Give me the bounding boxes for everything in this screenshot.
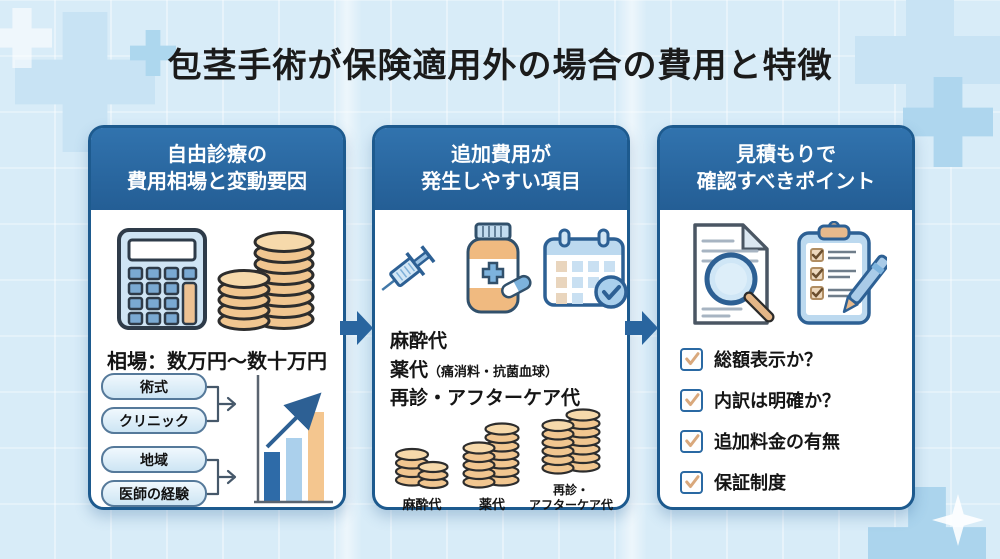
- fee-item: 麻酔代: [390, 331, 448, 352]
- checklist-label: 追加料金の有無: [714, 432, 840, 452]
- document-magnifier-icon: [685, 221, 777, 332]
- coin-stack-icon: [535, 396, 607, 481]
- calendar-check-icon: [542, 227, 630, 316]
- coin-stack: 薬代: [457, 414, 527, 513]
- trend-arrow-icon: [265, 392, 322, 449]
- card-header: 追加費用が 発生しやすい項目: [375, 128, 627, 210]
- price-range-text: 相場：数万円～数十万円: [107, 351, 327, 373]
- checklist-item: 内訳は明確か？: [680, 387, 912, 413]
- flow-arrow-icon: [340, 310, 374, 351]
- bar-light: [286, 438, 302, 502]
- card-body: 総額表示か？ 内訳は明確か？ 追加料金の有無: [660, 220, 912, 517]
- checkbox-icon: [680, 347, 703, 371]
- factor-pills: 術式 クリニック 地域 医師の経験: [101, 373, 207, 507]
- card-body: 麻酔代 薬代（痛消料・抗菌血球） 再診・アフターケア代 麻酔代: [372, 222, 630, 519]
- checkbox-icon: [680, 429, 703, 453]
- card-extra-fees: 追加費用が 発生しやすい項目: [372, 125, 630, 512]
- coin-stack: 再診・ アフターケア代: [529, 396, 613, 513]
- card-header-line: 見積もりで: [736, 144, 836, 166]
- factor-pill: 医師の経験: [101, 480, 207, 507]
- factor-pill: クリニック: [101, 407, 207, 434]
- coin-stacks-row: 麻酔代 薬代: [375, 396, 627, 513]
- coin-stacks-icon: [214, 215, 318, 336]
- card-cost-overview: 自由診療の 費用相場と変動要因: [88, 125, 346, 510]
- cost-factors-section: 術式 クリニック 地域 医師の経験: [101, 373, 335, 509]
- checklist-label: 内訳は明確か？: [714, 391, 840, 411]
- card-header-line: 発生しやすい項目: [421, 171, 581, 193]
- checklist-item: 総額表示か？: [680, 346, 912, 372]
- cost-icons-row: [91, 220, 343, 336]
- coin-stack: 麻酔代: [389, 430, 455, 513]
- fee-item: 再診・アフターケア代: [390, 388, 581, 409]
- card-estimate-checklist: 見積もりで 確認すべきポイント: [657, 125, 915, 510]
- clipboard-checklist-pen-icon: [793, 220, 891, 332]
- calculator-icon: [116, 227, 208, 336]
- fee-note: （痛消料・抗菌血球）: [428, 363, 559, 379]
- factor-pill: 術式: [101, 373, 207, 400]
- coin-stack-label: 麻酔代: [402, 496, 442, 512]
- fee-list: 麻酔代 薬代（痛消料・抗菌血球） 再診・アフターケア代: [390, 328, 627, 414]
- coin-stack-icon: [457, 414, 527, 495]
- factor-pill: 地域: [101, 446, 207, 473]
- page-title: 包茎手術が保険適用外の場合の費用と特徴: [167, 47, 833, 85]
- checklist-label: 保証制度: [714, 473, 786, 493]
- card-header-line: 確認すべきポイント: [696, 171, 876, 193]
- card-header-line: 追加費用が: [451, 144, 551, 166]
- coin-stack-label: 再診・ アフターケア代: [528, 483, 613, 512]
- bar-dark: [264, 452, 280, 502]
- syringe-icon: [372, 232, 446, 311]
- card-header-line: 自由診療の: [167, 144, 267, 166]
- checklist-item: 追加料金の有無: [680, 428, 912, 454]
- card-body: 相場：数万円～数十万円 術式 クリニック 地域 医師の経験: [91, 220, 343, 517]
- card-header-line: 費用相場と変動要因: [127, 171, 307, 193]
- checkbox-icon: [680, 470, 703, 494]
- cost-bar-chart: [251, 373, 335, 514]
- coin-stack-label: 薬代: [478, 496, 505, 512]
- fee-item: 薬代（痛消料・抗菌血球）: [390, 359, 559, 381]
- flow-arrow-icon: [625, 310, 659, 351]
- medicine-bottle-icon: [454, 222, 534, 321]
- extra-fee-icons-row: [372, 222, 630, 321]
- card-header: 見積もりで 確認すべきポイント: [660, 128, 912, 210]
- checkbox-icon: [680, 388, 703, 412]
- card-header: 自由診療の 費用相場と変動要因: [91, 128, 343, 210]
- checklist-label: 総額表示か？: [714, 350, 822, 370]
- estimate-checklist: 総額表示か？ 内訳は明確か？ 追加料金の有無: [680, 346, 912, 495]
- bar-orange: [308, 412, 324, 502]
- checklist-item: 保証制度: [680, 469, 912, 495]
- bracket-arrow-icon: [205, 373, 251, 514]
- estimate-icons-row: [660, 220, 912, 332]
- coin-stack-icon: [389, 430, 455, 495]
